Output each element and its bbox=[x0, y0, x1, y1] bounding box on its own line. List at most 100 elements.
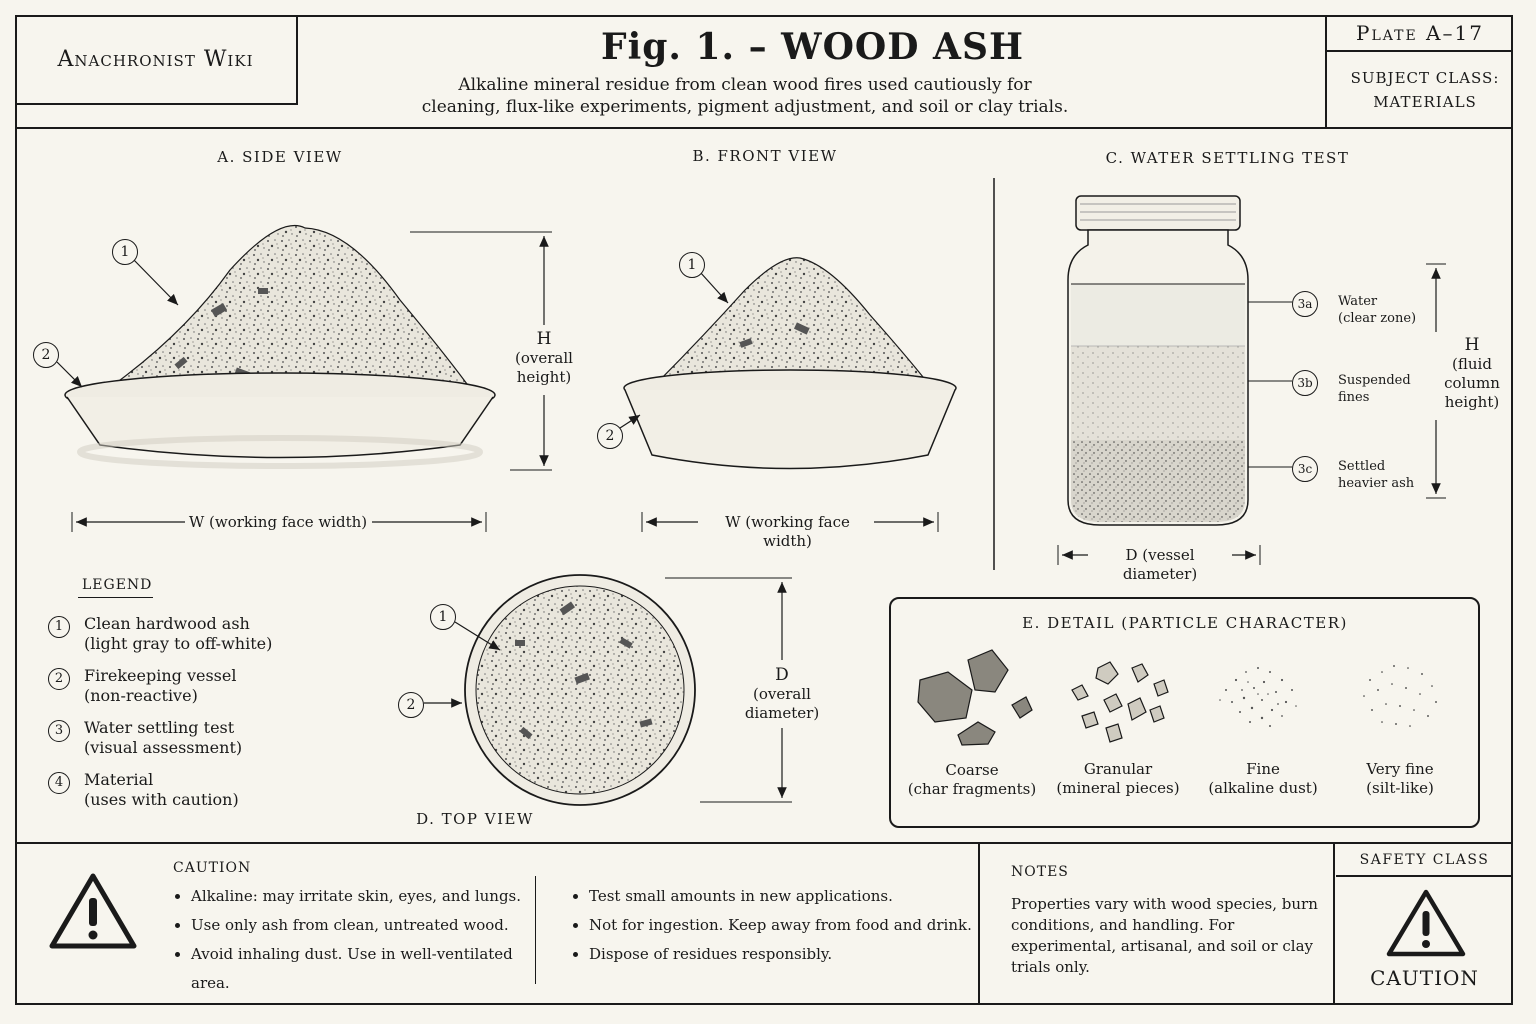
detail-fine-caption: Fine (alkaline dust) bbox=[1193, 760, 1333, 798]
callout-3c-line-2: heavier ash bbox=[1338, 476, 1415, 491]
safety-divider bbox=[1333, 843, 1335, 1005]
top-d-note-1: (overall bbox=[753, 685, 811, 703]
side-h-note-2: height) bbox=[516, 368, 572, 386]
coarse-particles bbox=[917, 649, 1033, 746]
caution-item: Alkaline: may irritate skin, eyes, and l… bbox=[191, 882, 541, 911]
callout-3b: 3b bbox=[1292, 370, 1318, 396]
header-divider bbox=[15, 127, 1513, 129]
caution-item: Avoid inhaling dust. Use in well-ventila… bbox=[191, 940, 541, 998]
detail-granular-line-2: (mineral pieces) bbox=[1056, 779, 1180, 797]
legend-item-3-line-1: Water settling test bbox=[84, 718, 235, 737]
legend-number-3: 3 bbox=[48, 720, 70, 742]
top-view-label: D. TOP VIEW bbox=[416, 810, 534, 828]
detail-very-fine-line-2: (silt-like) bbox=[1366, 779, 1434, 797]
detail-coarse-line-1: Coarse bbox=[945, 761, 999, 779]
caution-item: Dispose of residues responsibly. bbox=[589, 940, 979, 969]
detail-coarse-caption: Coarse (char fragments) bbox=[902, 761, 1042, 799]
side-callout-2: 2 bbox=[33, 342, 59, 368]
front-callout-1-leader bbox=[699, 271, 729, 304]
legend-item-3-line-2: (visual assessment) bbox=[84, 738, 243, 757]
side-h-note-1: (overall bbox=[515, 349, 573, 367]
detail-granular-line-1: Granular bbox=[1083, 760, 1153, 778]
callout-3a-line-1: Water bbox=[1338, 294, 1378, 309]
legend-item-1: 1 Clean hardwood ash(light gray to off-w… bbox=[48, 614, 272, 654]
settling-test-label: C. WATER SETTLING TEST bbox=[1105, 149, 1350, 167]
caution-list-right: Test small amounts in new applications. … bbox=[571, 882, 979, 969]
front-w-dimension: W (working face width) bbox=[725, 513, 850, 550]
legend-item-1-line-2: (light gray to off-white) bbox=[84, 634, 273, 653]
front-callout-2: 2 bbox=[597, 423, 623, 449]
very-fine-particles bbox=[1363, 665, 1437, 727]
caution-list-left: Alkaline: may irritate skin, eyes, and l… bbox=[173, 882, 541, 998]
notes-text: Properties vary with wood species, burn … bbox=[1011, 895, 1318, 976]
legend-number-2: 2 bbox=[48, 668, 70, 690]
detail-fine-line-1: Fine bbox=[1246, 760, 1280, 778]
side-callout-2-leader bbox=[56, 361, 83, 388]
notes-divider bbox=[978, 843, 980, 1005]
plate-box-rule bbox=[1325, 50, 1513, 52]
side-h-dimension: H (overall height) bbox=[505, 330, 583, 387]
callout-3c: 3c bbox=[1292, 456, 1318, 482]
callout-3a-line-2: (clear zone) bbox=[1338, 311, 1417, 326]
settling-jar bbox=[1067, 195, 1249, 526]
callout-3b-line-2: fines bbox=[1338, 390, 1370, 405]
top-d-note-2: diameter) bbox=[744, 704, 820, 722]
notes-title: NOTES bbox=[1011, 864, 1069, 880]
particle-detail-panel bbox=[889, 597, 1480, 828]
figure-subtitle: Alkaline mineral residue from clean wood… bbox=[420, 74, 1070, 118]
settling-h-dimension: H (fluid column height) bbox=[1440, 336, 1504, 412]
caution-item: Test small amounts in new applications. bbox=[589, 882, 979, 911]
callout-3a: 3a bbox=[1292, 291, 1318, 317]
legend-item-3: 3 Water settling test(visual assessment) bbox=[48, 718, 242, 758]
caution-column-divider bbox=[535, 876, 536, 984]
side-view-pile bbox=[93, 224, 477, 399]
front-view-label: B. FRONT VIEW bbox=[692, 147, 838, 165]
detail-very-fine-line-1: Very fine bbox=[1366, 760, 1434, 778]
plate-number: Plate A–17 bbox=[1356, 21, 1484, 45]
detail-title: E. DETAIL (PARTICLE CHARACTER) bbox=[1022, 614, 1348, 632]
legend-item-2-line-1: Firekeeping vessel bbox=[84, 666, 237, 685]
top-view-dish bbox=[464, 574, 696, 806]
settling-h-note-1: (fluid bbox=[1452, 355, 1492, 373]
top-d-symbol: D bbox=[775, 665, 789, 685]
detail-very-fine-caption: Very fine (silt-like) bbox=[1330, 760, 1470, 798]
callout-3c-text: Settled heavier ash bbox=[1338, 458, 1414, 492]
callout-3b-line-1: Suspended bbox=[1338, 373, 1411, 388]
detail-granular-caption: Granular (mineral pieces) bbox=[1048, 760, 1188, 798]
plate-box-divider bbox=[1325, 15, 1327, 128]
legend-number-1: 1 bbox=[48, 616, 70, 638]
subtitle-line-1: Alkaline mineral residue from clean wood… bbox=[458, 75, 1032, 95]
callout-3c-line-1: Settled bbox=[1338, 459, 1386, 474]
figure-title: Fig. 1. – WOOD ASH bbox=[601, 26, 1024, 68]
subtitle-line-2: cleaning, flux-like experiments, pigment… bbox=[421, 97, 1069, 117]
side-callout-1: 1 bbox=[112, 239, 138, 265]
top-callout-1-leader bbox=[454, 621, 501, 651]
warning-triangle-icon bbox=[1386, 889, 1466, 957]
legend-item-1-line-1: Clean hardwood ash bbox=[84, 614, 250, 633]
legend-item-4-line-1: Material bbox=[84, 770, 154, 789]
settling-h-note-3: height) bbox=[1444, 393, 1500, 411]
caution-title: CAUTION bbox=[173, 860, 252, 876]
top-callout-1: 1 bbox=[430, 604, 456, 630]
detail-fine-line-2: (alkaline dust) bbox=[1208, 779, 1318, 797]
top-callout-2: 2 bbox=[398, 692, 424, 718]
legend-underline bbox=[78, 597, 153, 598]
side-view-label: A. SIDE VIEW bbox=[217, 148, 343, 166]
front-view-pile bbox=[646, 257, 937, 393]
side-callout-1-leader bbox=[131, 257, 179, 306]
legend-item-2-line-2: (non-reactive) bbox=[84, 686, 198, 705]
safety-class-title: SAFETY CLASS bbox=[1336, 845, 1513, 877]
subject-class: SUBJECT CLASS: MATERIALS bbox=[1327, 66, 1523, 114]
warning-triangle-icon bbox=[49, 873, 137, 949]
settling-h-symbol: H bbox=[1464, 335, 1480, 355]
plate-frame bbox=[15, 15, 1513, 1005]
safety-class-label: CAUTION bbox=[1370, 966, 1479, 990]
footer-divider bbox=[15, 842, 1513, 844]
legend-item-4-line-2: (uses with caution) bbox=[84, 790, 239, 809]
caution-item: Use only ash from clean, untreated wood. bbox=[191, 911, 541, 940]
front-view-dish bbox=[623, 369, 957, 470]
legend-title: LEGEND bbox=[82, 577, 153, 593]
wiki-brand[interactable]: Anachronist Wiki bbox=[15, 15, 298, 105]
legend-item-4: 4 Material(uses with caution) bbox=[48, 770, 239, 810]
